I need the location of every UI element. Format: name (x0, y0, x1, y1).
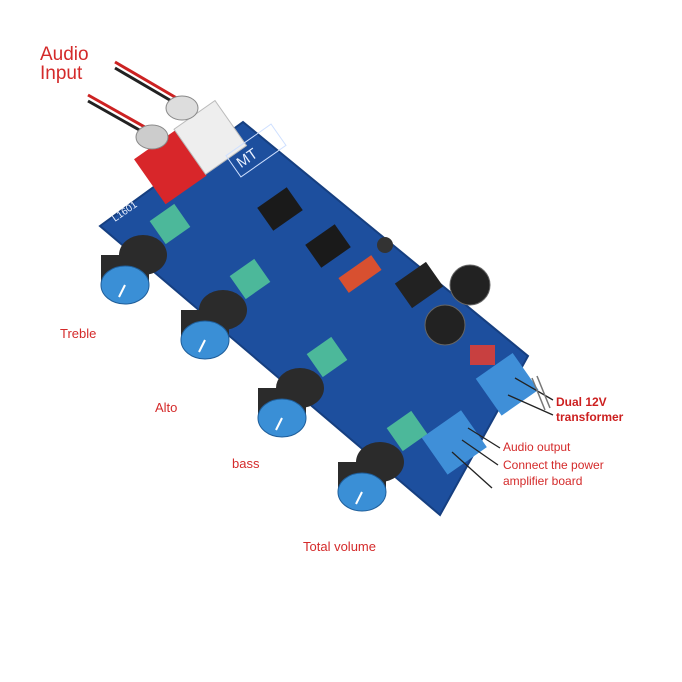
label-audio-input: Audio Input (40, 45, 89, 83)
knob-treble[interactable] (100, 203, 191, 305)
rca-jacks (134, 95, 248, 205)
knob-alto[interactable] (180, 258, 271, 360)
label-audio-output: Audio output (503, 440, 571, 454)
transformer-icon (531, 375, 551, 411)
knob-total-volume[interactable] (337, 410, 428, 512)
label-transformer-line2: transformer (556, 410, 624, 424)
label-connect-line2: amplifier board (503, 474, 583, 488)
ic-chips (257, 187, 351, 268)
label-connect-line1: Connect the power (503, 458, 604, 472)
terminal-blocks (421, 352, 539, 475)
label-alto: Alto (155, 400, 178, 415)
label-audio-input-line2: Input (40, 63, 83, 84)
label-total-volume: Total volume (303, 539, 376, 554)
knobs (100, 203, 428, 512)
label-connect-power: Connect the power amplifier board (503, 457, 604, 489)
knob-bass[interactable] (257, 336, 348, 438)
pointer-lines (451, 377, 554, 489)
label-audio-input-line1: Audio (40, 44, 89, 65)
label-dual-transformer: Dual 12V transformer (556, 395, 623, 425)
label-transformer-line1: Dual 12V (556, 395, 607, 409)
input-wires (87, 60, 181, 138)
capacitors (338, 237, 495, 365)
label-bass: bass (232, 456, 260, 471)
label-treble: Treble (60, 326, 97, 341)
